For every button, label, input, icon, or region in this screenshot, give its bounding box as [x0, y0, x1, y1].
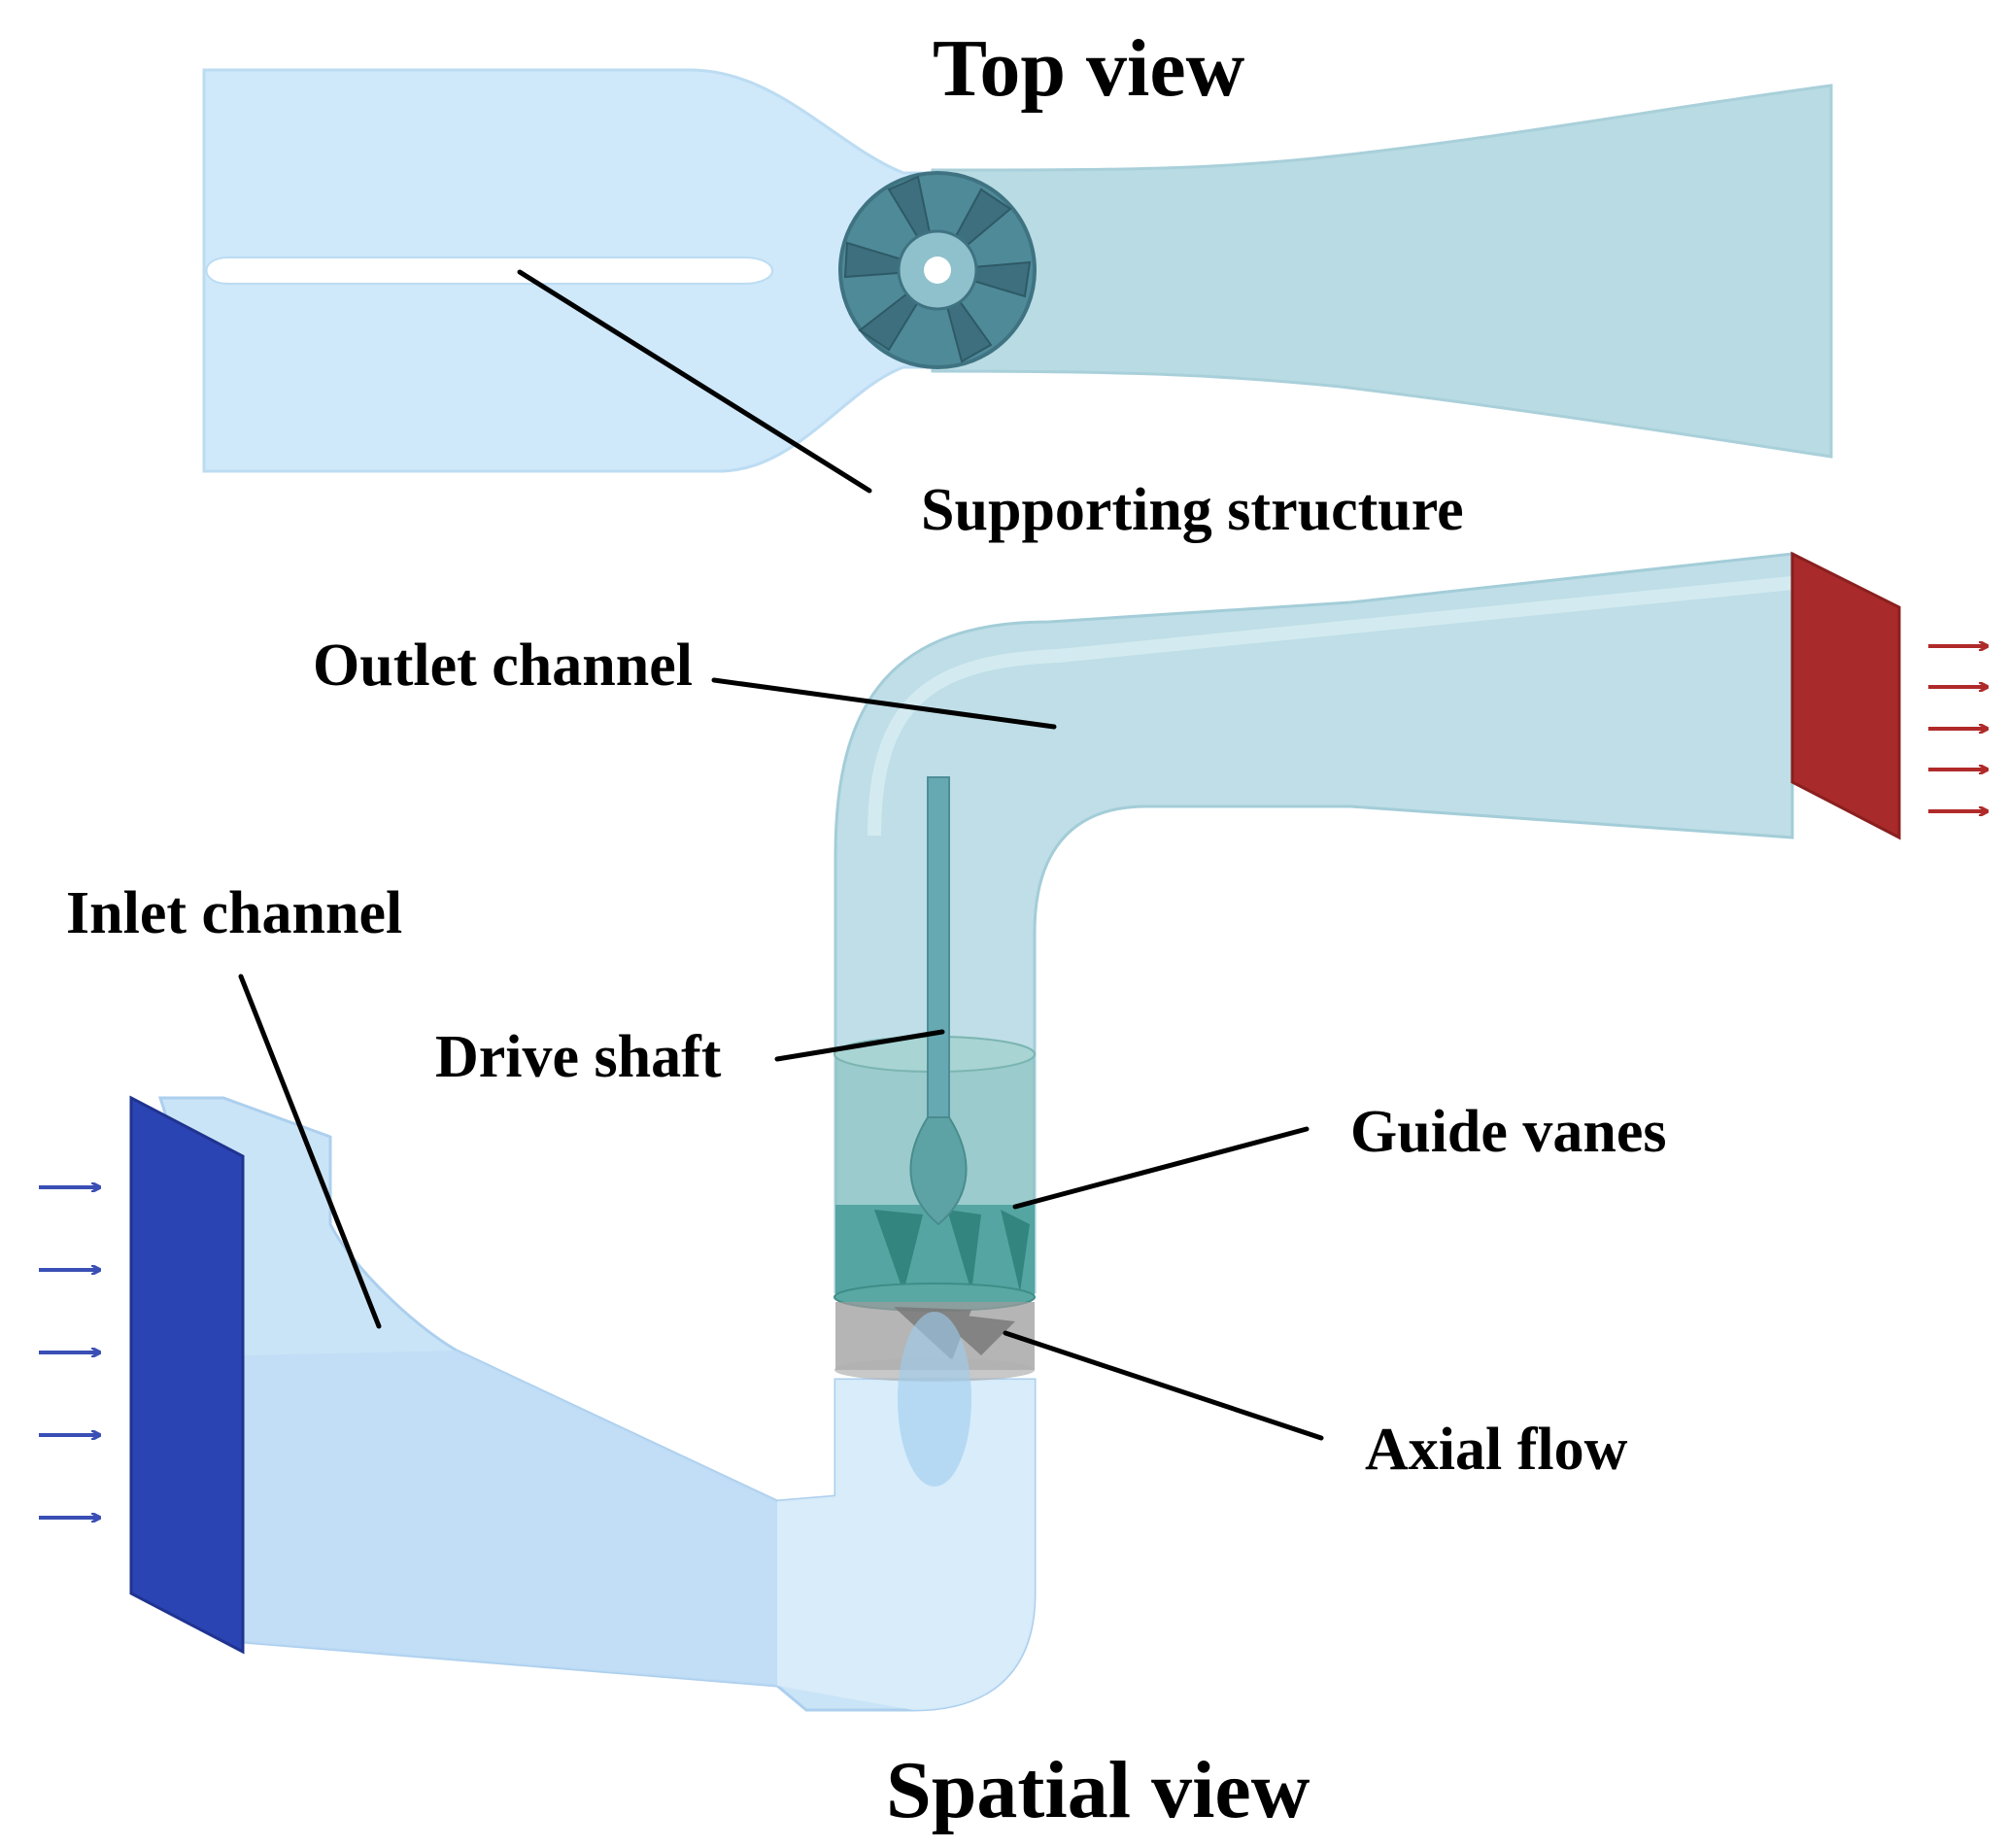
spatial-outlet-channel	[834, 552, 1794, 1294]
drive-shaft-label: Drive shaft	[435, 1024, 722, 1090]
inlet-channel-label: Inlet channel	[66, 880, 402, 946]
axial-flow-impeller	[834, 1302, 1035, 1487]
top-impeller	[838, 171, 1037, 369]
top-outlet-channel	[931, 84, 1833, 459]
inlet-flow-arrows	[39, 1187, 99, 1518]
drive-shaft-leader	[774, 1029, 945, 1062]
outlet-channel-label: Outlet channel	[313, 633, 693, 699]
top-view-diagram	[202, 68, 1833, 473]
inlet-channel-leader	[238, 974, 382, 1329]
spatial-view-diagram	[129, 551, 1901, 1712]
outlet-face	[1790, 551, 1901, 840]
inlet-face	[129, 1095, 245, 1655]
supporting-structure-label: Supporting structure	[921, 477, 1464, 543]
outlet-flow-arrows	[1928, 646, 1987, 811]
supporting-structure-leader	[517, 269, 872, 494]
guide-vanes-leader	[1012, 1126, 1310, 1210]
axial-flow-label: Axial flow	[1365, 1417, 1628, 1483]
spatial-view-title: Spatial view	[886, 1745, 1310, 1835]
top-view-title: Top view	[933, 23, 1245, 114]
axial-flow-leader	[1003, 1330, 1324, 1441]
supporting-structure-slot	[205, 257, 773, 285]
outlet-channel-leader	[711, 677, 1057, 730]
guide-vanes-label: Guide vanes	[1350, 1099, 1667, 1165]
